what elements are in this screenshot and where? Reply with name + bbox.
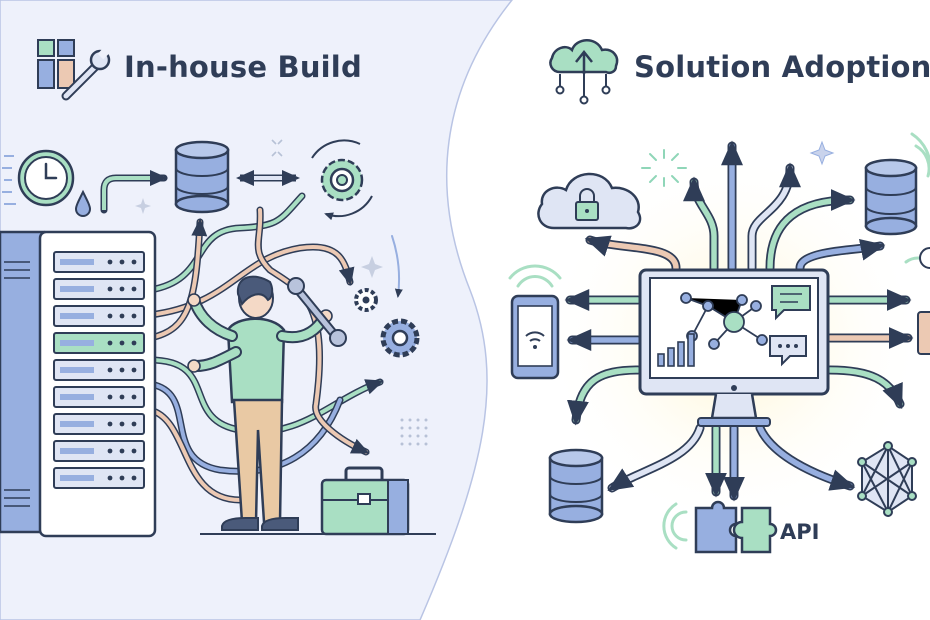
hub-arrows (564, 140, 914, 502)
arrow (102, 170, 168, 210)
water-drop-icon (74, 189, 92, 217)
dot (416, 418, 420, 422)
cloud-upload-icon (549, 39, 619, 105)
device-icon (917, 247, 930, 355)
database-icon (548, 448, 604, 524)
dot (424, 442, 428, 446)
clock-icon (17, 149, 75, 207)
server-unit (53, 413, 145, 435)
server-unit (53, 332, 145, 354)
dot (408, 442, 412, 446)
server-unit (53, 278, 145, 300)
database-icon (174, 140, 230, 214)
server-unit (53, 386, 145, 408)
dot (400, 442, 404, 446)
server-rack (0, 230, 157, 538)
gear-icon (380, 318, 420, 358)
network-graph-icon (680, 292, 768, 350)
in-house-build-title: In-house Build (124, 50, 362, 84)
dot (400, 434, 404, 438)
data-flow-arrow (765, 189, 856, 273)
dot (416, 426, 420, 430)
toolbox-icon (320, 466, 410, 536)
data-flow-arrow (566, 365, 643, 426)
person-engineer (187, 275, 347, 531)
dot-grid (400, 418, 428, 446)
sparkle-icon (641, 149, 687, 187)
server-unit (53, 467, 145, 489)
data-flow-arrow (825, 365, 905, 410)
server-unit (53, 251, 145, 273)
speed-lines-icon (2, 155, 16, 205)
dot (400, 426, 404, 430)
sparkle-icon (809, 140, 835, 166)
network-mesh-icon (857, 441, 917, 517)
dot (408, 426, 412, 430)
dot (400, 418, 404, 422)
dot (424, 426, 428, 430)
data-flow-arrow (755, 423, 856, 491)
data-flow-arrow (747, 162, 801, 273)
gear-icon (311, 139, 373, 216)
dot (424, 434, 428, 438)
database-icon (864, 158, 918, 236)
smartphone-icon (510, 294, 560, 380)
server-unit (53, 359, 145, 381)
dot (416, 434, 420, 438)
server-unit (53, 305, 145, 327)
solution-adoption-title: Solution Adoption (634, 50, 930, 84)
chat-bubble-icon (769, 285, 811, 367)
data-flow-arrow (795, 238, 886, 273)
data-flow-arrow (683, 176, 719, 273)
data-flow-arrow (607, 423, 705, 493)
dot (416, 442, 420, 446)
server-unit (53, 440, 145, 462)
wrench-icon (61, 46, 111, 101)
dot (424, 418, 428, 422)
cloud-lock-icon (537, 172, 642, 230)
data-flow-arrow (584, 235, 681, 273)
dot (408, 418, 412, 422)
gear-icon (354, 288, 378, 312)
sparkle-icon (135, 198, 383, 278)
bar-chart-icon (657, 333, 695, 367)
api-label: API (780, 520, 820, 544)
puzzle-api-icon (694, 500, 778, 554)
blocks-icon (37, 39, 75, 89)
dot (408, 434, 412, 438)
sparkle-icon (271, 139, 283, 157)
